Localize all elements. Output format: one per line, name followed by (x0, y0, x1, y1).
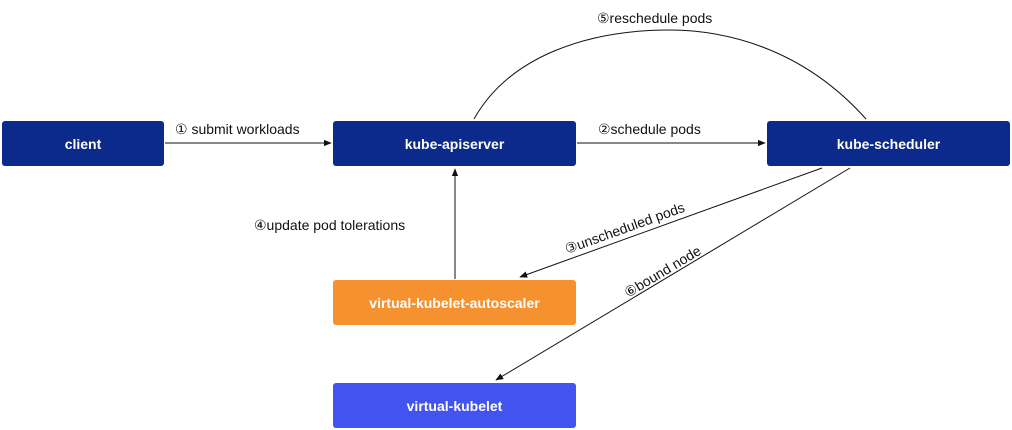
kube-scheduler-node: kube-scheduler (767, 121, 1010, 166)
edge-bound-node (495, 167, 851, 381)
client-node: client (2, 121, 164, 166)
edge-label-bound-node: ⑥bound node (621, 242, 704, 300)
kube-apiserver-node-label: kube-apiserver (404, 135, 505, 152)
virtual-kubelet-node-label: virtual-kubelet (406, 397, 503, 414)
edge-label-submit-workloads: ① submit workloads (175, 121, 300, 137)
edge-label-unscheduled-pods: ③unscheduled pods (563, 199, 687, 257)
client-node-label: client (64, 135, 102, 152)
virtual-kubelet-autoscaler-node: virtual-kubelet-autoscaler (333, 280, 576, 325)
virtual-kubelet-node: virtual-kubelet (333, 383, 576, 428)
edge-reschedule-pods (473, 29, 867, 120)
virtual-kubelet-autoscaler-node-label: virtual-kubelet-autoscaler (369, 294, 540, 311)
kube-apiserver-node: kube-apiserver (333, 121, 576, 166)
edge-label-schedule-pods: ②schedule pods (598, 121, 701, 137)
edge-unscheduled-pods (519, 167, 823, 278)
kube-scheduler-node-label: kube-scheduler (836, 135, 941, 152)
edge-label-reschedule-pods: ⑤reschedule pods (597, 10, 712, 26)
edge-label-update-tolerations: ④update pod tolerations (254, 217, 405, 233)
